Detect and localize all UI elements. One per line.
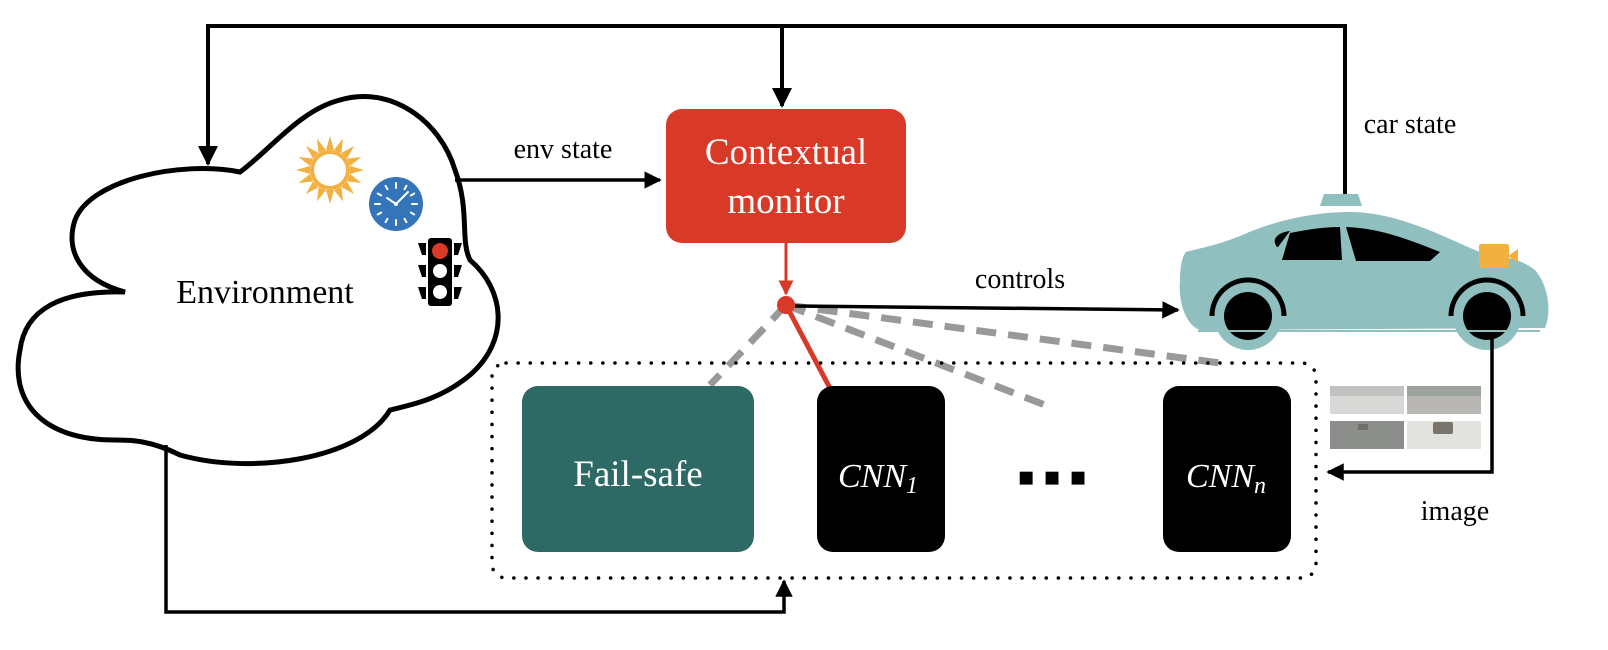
- failsafe-label: Fail-safe: [573, 454, 702, 495]
- traffic-light-icon: [418, 238, 462, 306]
- failsafe-node[interactable]: Fail-safe: [522, 386, 754, 552]
- image-edge: image: [1326, 336, 1494, 527]
- env-to-controllers-edge: [164, 445, 793, 614]
- car-sensor: [1320, 194, 1362, 206]
- link-to-ellipsis: [784, 301, 1047, 409]
- cnn1-label: CNN1: [838, 458, 918, 499]
- controls-edge: controls: [794, 264, 1180, 319]
- ellipsis-label: ▪ ▪ ▪: [1017, 462, 1086, 492]
- camera-frames-thumbnail: [1330, 386, 1481, 449]
- cnnn-node[interactable]: CNNn: [1163, 386, 1291, 552]
- camera-icon: [1479, 244, 1518, 268]
- environment-label: Environment: [176, 274, 354, 311]
- link-to-cnnn: [785, 301, 1221, 367]
- cnnn-label: CNNn: [1186, 458, 1266, 499]
- cnn1-node[interactable]: CNN1: [817, 386, 945, 552]
- car-icon[interactable]: [1179, 194, 1549, 350]
- monitor-label-line1: Contextual: [705, 132, 867, 173]
- env-state-edge: env state: [455, 134, 662, 189]
- selected-link-cnn1: [783, 303, 835, 394]
- sun-icon: [296, 136, 364, 204]
- car-state-edge: [198, 24, 1347, 196]
- monitor-label-line2: monitor: [727, 181, 844, 222]
- link-to-failsafe: [707, 302, 789, 388]
- candidate-links: [707, 301, 1221, 409]
- controls-label: controls: [975, 264, 1065, 295]
- clock-icon: [369, 177, 423, 231]
- switch-node: [777, 296, 795, 314]
- environment-node[interactable]: Environment: [15, 94, 501, 466]
- controller-group: [490, 361, 1318, 580]
- image-label: image: [1421, 496, 1489, 527]
- env-state-label: env state: [514, 134, 613, 165]
- car-state-label: car state: [1364, 109, 1457, 140]
- contextual-monitor-node[interactable]: Contextual monitor: [666, 109, 906, 243]
